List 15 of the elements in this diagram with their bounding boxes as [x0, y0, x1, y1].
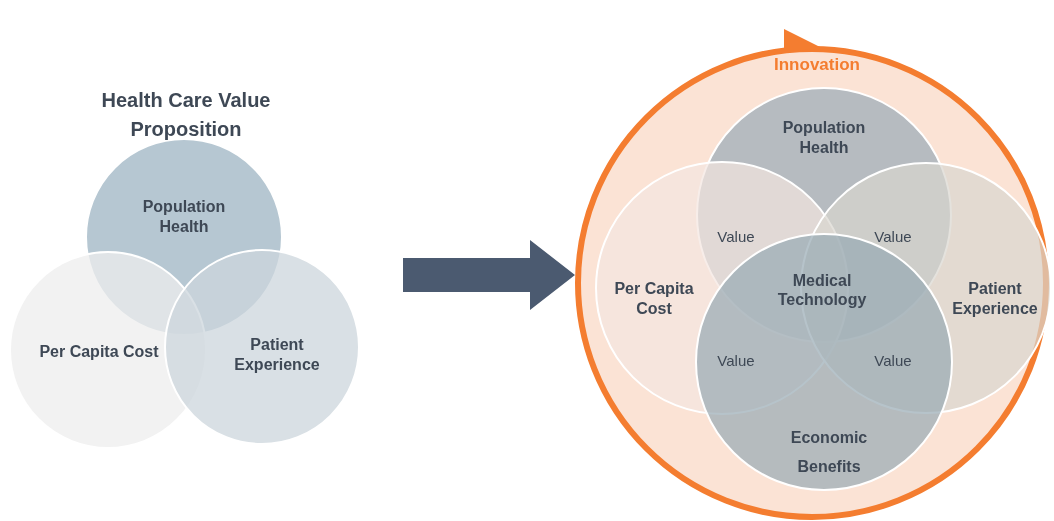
overlap-label: Value: [873, 350, 913, 370]
circle-label: Per Capita Cost: [39, 342, 159, 362]
circle-label: Economic Benefits: [789, 428, 869, 477]
overlap-label: Value: [716, 226, 756, 246]
ring-label: Innovation: [773, 55, 861, 75]
overlap-label: Value: [873, 226, 913, 246]
overlap-label: Value: [716, 350, 756, 370]
block-arrow: [403, 240, 575, 310]
circle-label: Patient Experience: [233, 335, 321, 375]
center-label: Medical Technology: [776, 271, 868, 309]
circle-label: Patient Experience: [951, 279, 1039, 319]
diagram-title: Health Care Value Proposition: [100, 88, 272, 142]
circle-label: Per Capita Cost: [613, 279, 695, 319]
circle-label: Population Health: [781, 118, 867, 158]
circle-label: Population Health: [141, 197, 227, 237]
